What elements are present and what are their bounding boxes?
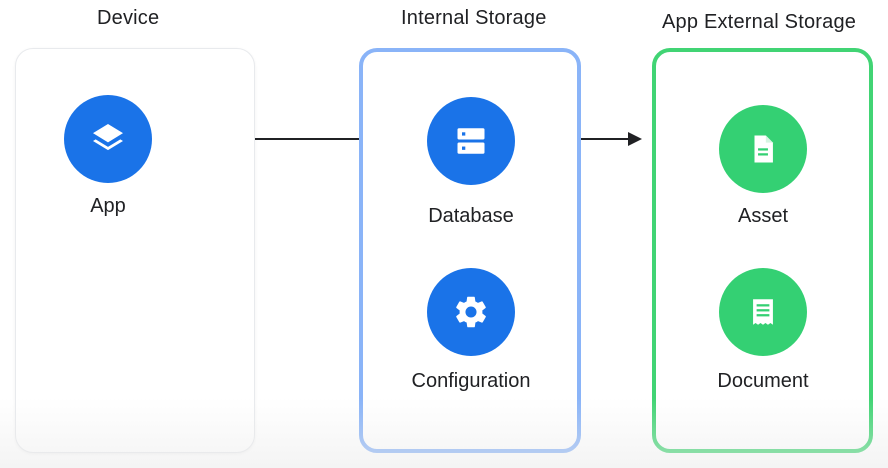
database-node-label: Database: [428, 205, 514, 227]
configuration-node-icon-circle: [427, 268, 515, 356]
database-icon: [457, 128, 485, 154]
device-column-title: Device: [97, 7, 160, 29]
configuration-node-label: Configuration: [411, 370, 531, 392]
arrowhead: [628, 132, 642, 146]
document-node-label: Document: [717, 370, 809, 392]
external-storage-column-title: App External Storage: [662, 11, 857, 33]
receipt-icon: [753, 299, 773, 325]
layers-icon: [93, 124, 123, 151]
gear-icon: [456, 296, 486, 328]
app-node-icon-circle: [64, 95, 152, 183]
document-node-icon-circle: [719, 268, 807, 356]
internal-storage-column-title: Internal Storage: [401, 7, 547, 29]
asset-node-label: Asset: [737, 205, 789, 227]
asset-node-icon-circle: [719, 105, 807, 193]
database-node-icon-circle: [427, 97, 515, 185]
file-icon: [754, 135, 773, 163]
internal-to-external-connector: [581, 138, 639, 140]
app-node-label: App: [90, 195, 126, 217]
device-to-internal-connector: [255, 138, 359, 140]
